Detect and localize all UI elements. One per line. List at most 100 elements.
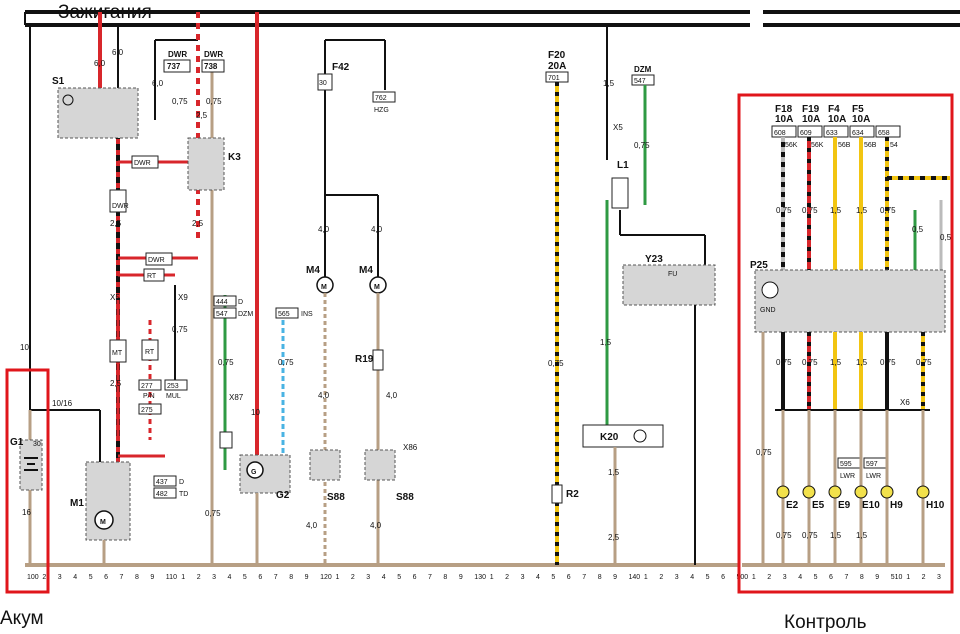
bulb-label: E2 <box>786 500 799 511</box>
wire-tag: MT <box>112 350 123 357</box>
motor-m4-left: M M4 <box>306 265 334 294</box>
ignition-switch-s1: S1 <box>52 76 139 139</box>
ref-label: DZM <box>634 65 652 74</box>
ruler-tick-label: 6 <box>413 574 417 581</box>
wire-value: 16 <box>22 508 31 517</box>
wire-value: 1,5 <box>830 358 842 367</box>
wire-tag: DWR <box>112 203 129 210</box>
wire-value: 0,75 <box>205 509 221 518</box>
ruler-tick-label: 7 <box>274 574 278 581</box>
wire-value: 10/16 <box>52 399 73 408</box>
ref-number: 701 <box>548 75 560 82</box>
fuse-label: F19 <box>802 104 820 115</box>
wire-value: 0,75 <box>802 206 818 215</box>
ref-565: 565 INS <box>275 307 313 319</box>
ruler-tick-label: 3 <box>212 574 216 581</box>
ref-label: HZG <box>374 107 389 114</box>
svg-text:M: M <box>100 519 106 526</box>
ref-number: 547 <box>634 78 646 85</box>
wire-value: 2,5 <box>110 379 122 388</box>
ref-label: 56B <box>838 142 851 149</box>
ref-number: 597 <box>866 461 878 468</box>
ref-label: MUL <box>166 393 181 400</box>
ruler-tick-label: 3 <box>521 574 525 581</box>
fuse-value: 20A <box>548 61 566 72</box>
component-label: S1 <box>52 76 65 87</box>
wire-value: 1,5 <box>856 531 868 540</box>
valve-y23: Y23 FU <box>622 254 716 306</box>
resistor-r19: R19 <box>355 349 384 371</box>
ruler-tick-label: 7 <box>845 574 849 581</box>
wire-value: 0,75 <box>880 206 896 215</box>
wire-tag: DWR <box>148 257 165 264</box>
ruler-tick-label: 2 <box>42 574 46 581</box>
ruler-tick-label: 9 <box>459 574 463 581</box>
wire-value: 2,5 <box>110 219 122 228</box>
bulb-label: H10 <box>926 500 945 511</box>
ref-number: 437 <box>156 479 168 486</box>
alternator-g2: G G2 <box>239 454 291 501</box>
wire-value: 1,5 <box>603 79 615 88</box>
ruler-tick-label: 8 <box>135 574 139 581</box>
ruler-tick-label: 2 <box>505 574 509 581</box>
ruler-tick-label: 4 <box>536 574 540 581</box>
wire-value: 1,5 <box>600 338 612 347</box>
component-label: S88 <box>396 492 414 503</box>
wire-value: 2,5 <box>196 111 208 120</box>
component-label: S88 <box>327 492 345 503</box>
component-label: R19 <box>355 354 374 365</box>
ref-number: 634 <box>852 130 864 137</box>
ruler-tick-label: 7 <box>582 574 586 581</box>
ruler-tick-label: 8 <box>289 574 293 581</box>
ruler-tick-label: 8 <box>598 574 602 581</box>
ruler-tick-label: 120 <box>320 574 332 581</box>
ruler-tick-label: 6 <box>104 574 108 581</box>
ruler-tick-label: 5 <box>89 574 93 581</box>
wire-value: 2,5 <box>192 219 204 228</box>
connector-label: X9 <box>178 293 188 302</box>
ref-number: 253 <box>167 383 179 390</box>
ruler-tick-label: 9 <box>150 574 154 581</box>
ref-dzm547: DZM 547 <box>631 65 655 86</box>
wire-value: 0,5 <box>912 225 924 234</box>
control-unit-k20: K20 <box>582 424 664 448</box>
ref-number: 275 <box>141 407 153 414</box>
ref-label: 56K <box>811 142 824 149</box>
connector-label: X5 <box>613 123 623 132</box>
ref-number: 738 <box>204 62 218 71</box>
ref-number: 608 <box>774 130 786 137</box>
diagram-title: Зажигания <box>58 2 152 23</box>
wire-value: 4,0 <box>318 391 330 400</box>
wire-tag: RT <box>147 273 157 280</box>
wire-value: 0,75 <box>278 358 294 367</box>
component-label: K20 <box>600 432 619 443</box>
fuse-value: 10A <box>775 114 793 125</box>
wire-value: 4,0 <box>318 225 330 234</box>
ruler-tick-label: 1 <box>490 574 494 581</box>
ruler-tick-label: 1 <box>906 574 910 581</box>
wire-value: 0,75 <box>218 358 234 367</box>
component-label: Y23 <box>645 254 663 265</box>
ruler-tick-label: 8 <box>443 574 447 581</box>
ruler-tick-label: 6 <box>829 574 833 581</box>
p25-wires <box>781 137 950 270</box>
ref-number: 565 <box>278 311 290 318</box>
connector-label: X87 <box>229 393 244 402</box>
wire-value: 10 <box>251 408 260 417</box>
wire-value: 0,75 <box>880 358 896 367</box>
component-label: M4 <box>359 265 373 276</box>
ref-277: 277 P/N <box>138 379 162 400</box>
ref-label: 56K <box>785 142 798 149</box>
wire-tag: RT <box>145 349 155 356</box>
instrument-cluster-p25: P25 GND <box>750 260 946 333</box>
ref-number: 658 <box>878 130 890 137</box>
connector-label: X86 <box>403 443 418 452</box>
ref-number: 633 <box>826 130 838 137</box>
ref-label: D <box>179 479 184 486</box>
svg-text:M: M <box>374 284 380 291</box>
ref-dwr737: DWR 737 <box>163 50 191 73</box>
wire-value: 0,75 <box>916 358 932 367</box>
ruler-tick-label: 4 <box>798 574 802 581</box>
starter-m1: M M1 <box>70 461 131 541</box>
